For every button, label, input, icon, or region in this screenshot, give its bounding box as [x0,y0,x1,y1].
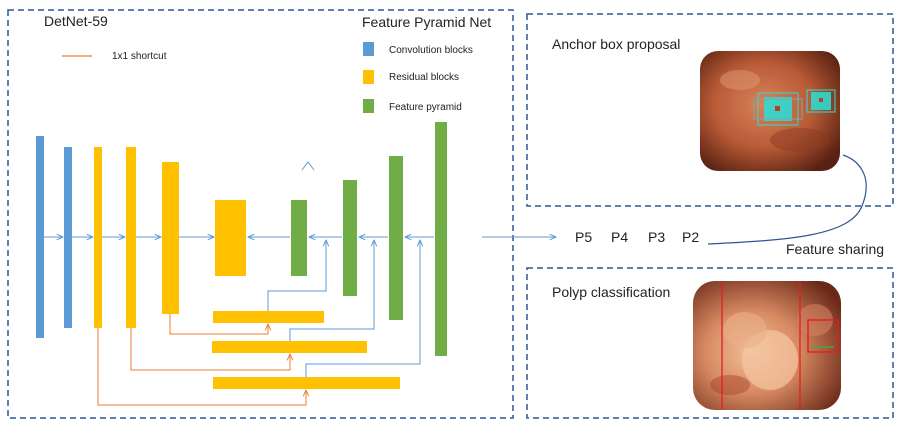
caret-mark [301,161,315,171]
legend-label-residual: Residual blocks [389,72,459,83]
residual-block-2 [126,147,136,328]
classification-panel-border [526,267,894,419]
anchor-endoscopy-image [700,51,840,171]
pyramid-block-1 [291,200,307,276]
shortcut-3 [97,328,306,406]
fpn-title: Feature Pyramid Net [362,14,491,30]
lateral-link-2 [289,240,374,341]
legend-swatch-convolution [363,42,374,56]
level-p3: P3 [648,229,665,245]
shortcut-legend-label: 1x1 shortcut [112,51,167,62]
left-panel-border [7,9,514,419]
residual-block-4 [215,200,246,276]
level-p5: P5 [575,229,592,245]
lateral-link-3 [305,240,420,377]
feature-sharing-curve [707,154,867,245]
legend-swatch-pyramid [363,99,374,113]
lateral-bar-3 [213,377,400,389]
lateral-bar-2 [212,341,367,353]
anchor-box-cluster-2 [806,89,836,113]
lateral-link-1 [267,240,326,311]
lateral-bar-1 [213,311,324,323]
anchor-panel-title: Anchor box proposal [552,36,680,52]
shortcut-2 [130,328,290,371]
shortcut-1 [169,314,268,335]
feature-sharing-label: Feature sharing [786,241,884,257]
legend-label-convolution: Convolution blocks [389,45,473,56]
level-p4: P4 [611,229,628,245]
classification-box [807,319,839,353]
classification-panel-title: Polyp classification [552,284,670,300]
legend-label-pyramid: Feature pyramid [389,102,462,113]
anchor-panel-border [526,13,894,207]
pyramid-block-2 [343,180,357,296]
classification-endoscopy-image [693,281,841,410]
conv-block-1 [36,136,44,338]
pyramid-block-4 [435,122,447,356]
legend-swatch-residual [363,70,374,84]
residual-block-1 [94,147,102,328]
anchor-box-cluster-1 [753,92,803,126]
conv-block-2 [64,147,72,328]
level-p2: P2 [682,229,699,245]
residual-block-3 [162,162,179,314]
pyramid-block-3 [389,156,403,320]
detnet-title: DetNet-59 [44,13,108,29]
